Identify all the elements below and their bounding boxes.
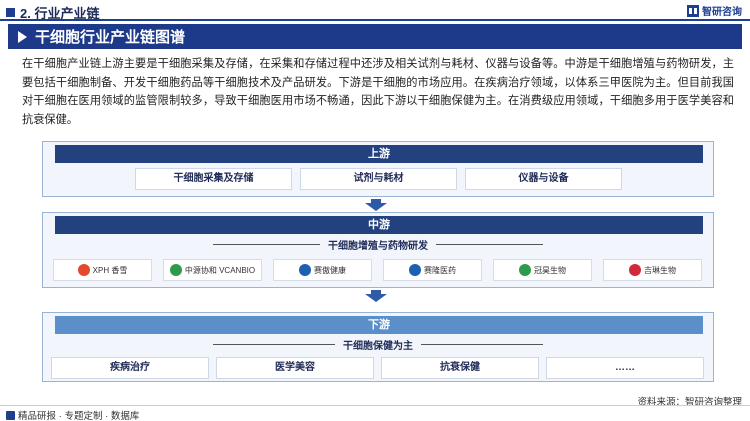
- brand-logo-icon: [687, 4, 699, 17]
- downstream-item: 医学美容: [216, 357, 374, 379]
- upstream-item: 仪器与设备: [465, 168, 622, 190]
- description-paragraph: 在干细胞产业链上游主要是干细胞采集及存储，在采集和存储过程中还涉及相关试剂与耗材…: [22, 58, 734, 126]
- play-arrow-icon: [18, 30, 27, 43]
- upstream-item: 干细胞采集及存储: [135, 168, 292, 190]
- jilin-logo-icon: [629, 264, 641, 276]
- company-name: XPH 香雪: [92, 265, 128, 275]
- company-name: 冠昊生物: [534, 265, 566, 275]
- midstream-subtitle: 干细胞增殖与药物研发: [328, 241, 428, 252]
- footer-tagline-text: 精品研报 · 专题定制 · 数据库: [18, 411, 140, 421]
- midstream-company-logos: XPH 香雪 中源协和 VCANBIO 赛傲健康 赛隆医药 冠昊生物 吉琳生物: [53, 259, 702, 281]
- sailong-logo-icon: [409, 264, 421, 276]
- source-note: 资料来源：智研咨询整理: [637, 397, 742, 408]
- subtitle-rule: [436, 244, 543, 245]
- company-logo: 赛隆医药: [383, 259, 482, 281]
- top-bar: 2. 行业产业链 智研咨询: [0, 0, 750, 22]
- arrow-stem: [371, 199, 381, 203]
- upstream-panel: 上游 干细胞采集及存储 试剂与耗材 仪器与设备: [42, 141, 714, 197]
- midstream-panel: 中游 干细胞增殖与药物研发 XPH 香雪 中源协和 VCANBIO 赛傲健康 赛…: [42, 212, 714, 288]
- section-title-text: 2. 行业产业链: [20, 6, 100, 21]
- company-name: 中源协和 VCANBIO: [184, 265, 256, 275]
- company-logo: 吉琳生物: [603, 259, 702, 281]
- guanhao-logo-icon: [519, 264, 531, 276]
- downstream-item: 疾病治疗: [51, 357, 209, 379]
- company-logo: 中源协和 VCANBIO: [163, 259, 262, 281]
- header-divider: [0, 19, 750, 21]
- vcanbio-logo-icon: [169, 264, 182, 276]
- company-name: 赛傲健康: [314, 265, 346, 275]
- section-title: 2. 行业产业链: [6, 3, 99, 22]
- company-name: 吉琳生物: [644, 265, 676, 275]
- saiao-logo-icon: [299, 264, 311, 276]
- midstream-subtitle-row: 干细胞增殖与药物研发: [213, 237, 543, 252]
- company-logo: 冠昊生物: [493, 259, 592, 281]
- downstream-items: 疾病治疗 医学美容 抗衰保健 ……: [51, 357, 704, 379]
- downstream-header: 下游: [55, 316, 703, 334]
- down-arrow-icon: [365, 203, 387, 211]
- upstream-items: 干细胞采集及存储 试剂与耗材 仪器与设备: [135, 168, 622, 190]
- downstream-item: ……: [546, 357, 704, 379]
- company-name: 赛隆医药: [424, 265, 456, 275]
- downstream-subtitle-row: 干细胞保健为主: [213, 337, 543, 352]
- brand-logo-text: 智研咨询: [702, 7, 742, 18]
- down-arrow-icon: [365, 294, 387, 302]
- report-icon: [6, 410, 15, 420]
- upstream-item: 试剂与耗材: [300, 168, 457, 190]
- downstream-item: 抗衰保健: [381, 357, 539, 379]
- company-logo: 赛傲健康: [273, 259, 372, 281]
- footer-tagline: 精品研报 · 专题定制 · 数据库: [6, 408, 139, 421]
- downstream-panel: 下游 干细胞保健为主 疾病治疗 医学美容 抗衰保健 ……: [42, 312, 714, 382]
- page-title-band: 干细胞行业产业链图谱: [8, 24, 742, 49]
- subtitle-rule: [213, 344, 335, 345]
- company-logo: XPH 香雪: [53, 259, 152, 281]
- upstream-header: 上游: [55, 145, 703, 163]
- section-square-icon: [6, 8, 15, 17]
- downstream-subtitle: 干细胞保健为主: [343, 341, 413, 352]
- page-title: 干细胞行业产业链图谱: [35, 29, 186, 46]
- footer-divider: [0, 405, 750, 406]
- subtitle-rule: [421, 344, 543, 345]
- midstream-header: 中游: [55, 216, 703, 234]
- brand-logo[interactable]: 智研咨询: [687, 3, 742, 18]
- arrow-stem: [371, 290, 381, 294]
- xiangxue-logo-icon: [77, 264, 90, 276]
- subtitle-rule: [213, 244, 320, 245]
